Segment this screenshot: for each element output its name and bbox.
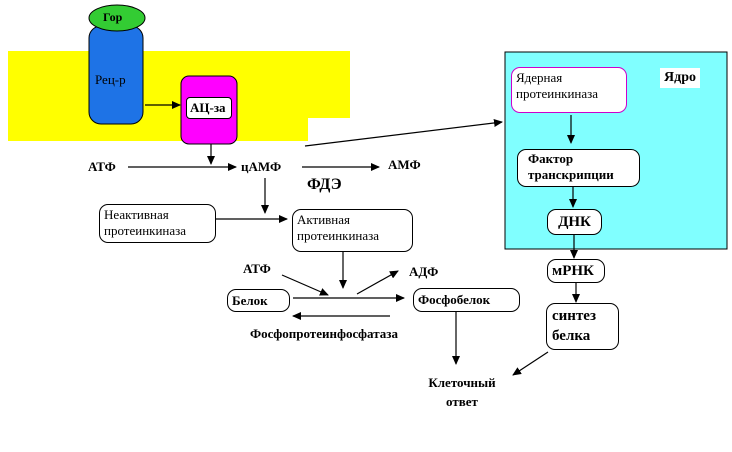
cell-response-label: Клеточный ответ [428, 375, 496, 409]
phosphoprotein-box: Фосфобелок [413, 288, 520, 312]
hormone-label: Гор [103, 10, 123, 24]
protein-synthesis-box: синтез белка [546, 303, 619, 350]
nucleus-title: Ядро [660, 68, 700, 88]
nuclear-kinase-box: Ядерная протеинкиназа [511, 67, 627, 113]
amp-label: АМФ [388, 157, 421, 172]
adenylate-cyclase-label: АЦ-за [186, 97, 232, 119]
synthesis-to-response-arrow [512, 351, 549, 376]
membrane-gap [308, 118, 358, 148]
adp-label: АДФ [409, 264, 439, 279]
mrna-box: мРНК [547, 259, 605, 283]
dna-box: ДНК [547, 209, 602, 235]
active-kinase-box: Активная протеинкиназа [292, 209, 413, 252]
atp-label-1: АТФ [88, 159, 116, 174]
transcription-factor-box: Фактор транскрипции [517, 149, 640, 187]
reaction-to-adp-arrow [356, 270, 399, 295]
receptor-label: Рец-р [95, 72, 126, 87]
atp-label-2: АТФ [243, 261, 271, 276]
inactive-kinase-box: Неактивная протеинкиназа [99, 204, 216, 243]
protein-box: Белок [227, 289, 290, 312]
hormone-shape [88, 4, 146, 32]
cell-membrane [8, 51, 350, 141]
camp-to-nucleus-arrow [304, 118, 503, 147]
atp-to-reaction-arrow [281, 274, 329, 296]
phosphatase-label: Фосфопротеинфосфатаза [250, 326, 398, 341]
pde-label: ФДЭ [307, 176, 342, 193]
camp-label: цАМФ [241, 159, 282, 174]
